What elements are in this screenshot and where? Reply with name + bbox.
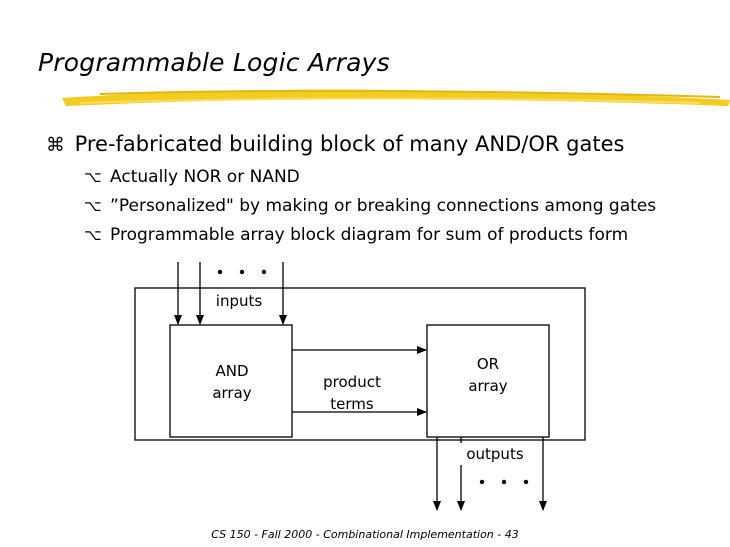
or-array-label: OR array xyxy=(448,353,528,397)
y-bullet-glyph: ⌥ xyxy=(84,168,102,186)
bullet-main-text: Pre-fabricated building block of many AN… xyxy=(74,132,625,156)
sub-bullet: ⌥ Actually NOR or NAND xyxy=(84,167,300,187)
z-bullet-glyph: ⌘ xyxy=(46,134,65,156)
ellipsis-dot xyxy=(523,479,529,485)
ellipsis-dot xyxy=(217,269,223,275)
and-array-box xyxy=(169,324,293,438)
ellipsis-dot xyxy=(501,479,507,485)
sub-bullet-text: Programmable array block diagram for sum… xyxy=(110,225,629,245)
product-terms-label: product terms xyxy=(312,371,392,415)
product-terms-label-line: terms xyxy=(330,395,374,413)
ellipsis-dot xyxy=(261,269,267,275)
ellipsis-dot xyxy=(239,269,245,275)
or-array-label-line: OR xyxy=(476,355,500,373)
bullet-main: ⌘ Pre-fabricated building block of many … xyxy=(46,132,624,156)
sub-bullet: ⌥ Programmable array block diagram for s… xyxy=(84,225,628,245)
sub-bullet-text: ”Personalized" by making or breaking con… xyxy=(110,196,657,216)
sub-bullet: ⌥ ”Personalized" by making or breaking c… xyxy=(84,196,656,216)
and-array-label-line: array xyxy=(212,384,252,402)
and-array-label-line: AND xyxy=(215,362,249,380)
outputs-label: outputs xyxy=(459,443,531,465)
slide-footer: CS 150 - Fall 2000 - Combinational Imple… xyxy=(211,528,519,541)
ellipsis-dot xyxy=(479,479,485,485)
sub-bullet-text: Actually NOR or NAND xyxy=(110,167,300,187)
y-bullet-glyph: ⌥ xyxy=(84,226,102,244)
and-array-label: AND array xyxy=(192,360,272,404)
or-array-box xyxy=(426,324,550,438)
or-array-label-line: array xyxy=(468,377,508,395)
inputs-label: inputs xyxy=(203,290,275,312)
title-underline-brushstroke xyxy=(62,89,730,106)
product-terms-label-line: product xyxy=(323,373,381,391)
slide-title: Programmable Logic Arrays xyxy=(38,48,390,77)
y-bullet-glyph: ⌥ xyxy=(84,197,102,215)
pla-outer-box xyxy=(134,287,586,441)
